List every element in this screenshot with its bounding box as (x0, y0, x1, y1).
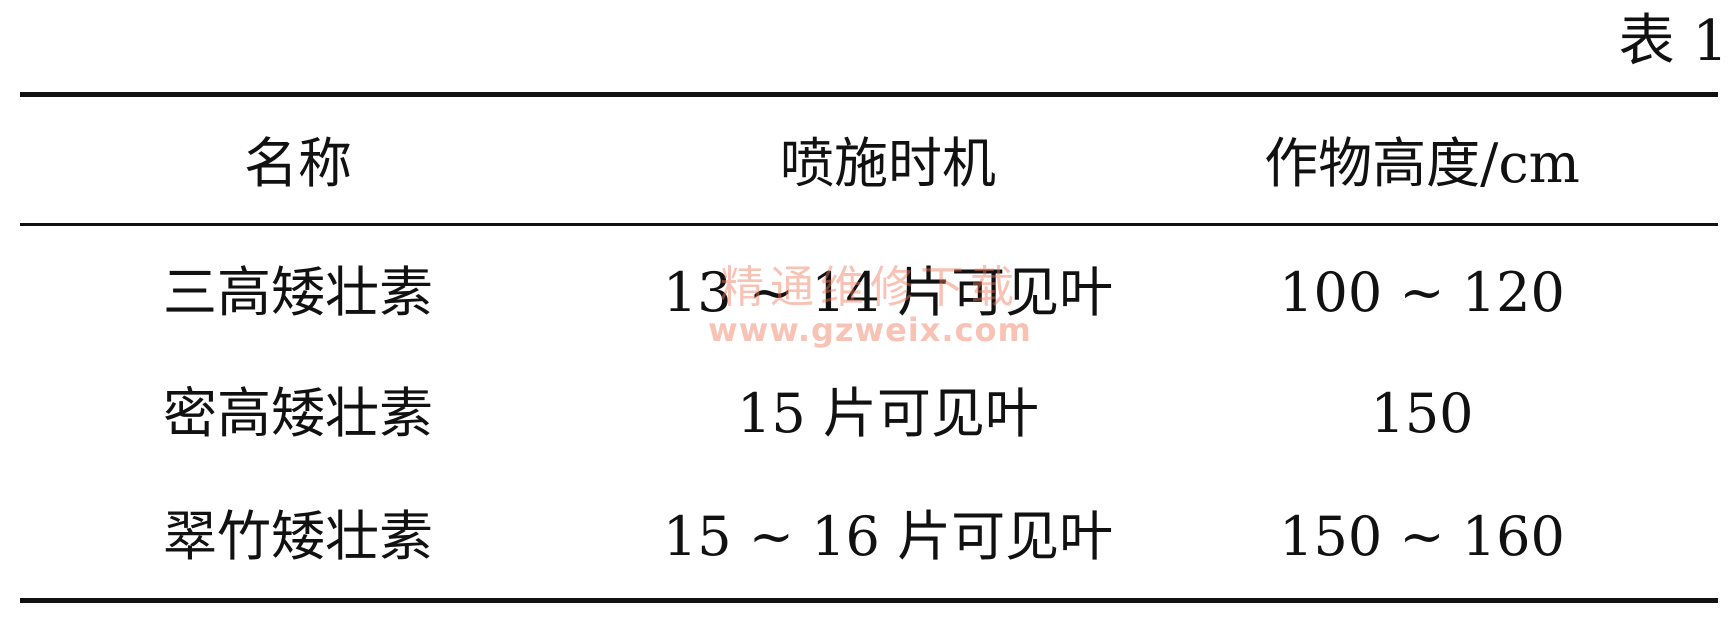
table-cell-height: 150 ~ 160 (1279, 505, 1565, 568)
table-cell-timing: 15 ~ 16 片可见叶 (662, 505, 1114, 568)
header-spray-timing: 喷施时机 (780, 132, 996, 195)
table-cell-timing: 13 ~ 14 片可见叶 (662, 261, 1114, 324)
table-cell-timing: 15 片可见叶 (737, 382, 1039, 445)
table-cell-name: 三高矮壮素 (163, 261, 433, 324)
data-table: 名称 喷施时机 作物高度/cm 三高矮壮素 13 ~ 14 片可见叶 100 ~… (20, 0, 1718, 617)
bottom-rule (20, 598, 1718, 603)
top-rule (20, 92, 1718, 97)
table-cell-name: 翠竹矮壮素 (163, 505, 433, 568)
table-cell-height: 100 ~ 120 (1279, 261, 1565, 324)
header-rule (20, 223, 1718, 226)
header-crop-height: 作物高度/cm (1264, 132, 1580, 195)
header-name: 名称 (244, 132, 352, 195)
table-cell-name: 密高矮壮素 (163, 382, 433, 445)
table-caption: 表 1 (1618, 9, 1728, 74)
table-cell-height: 150 (1370, 382, 1474, 445)
